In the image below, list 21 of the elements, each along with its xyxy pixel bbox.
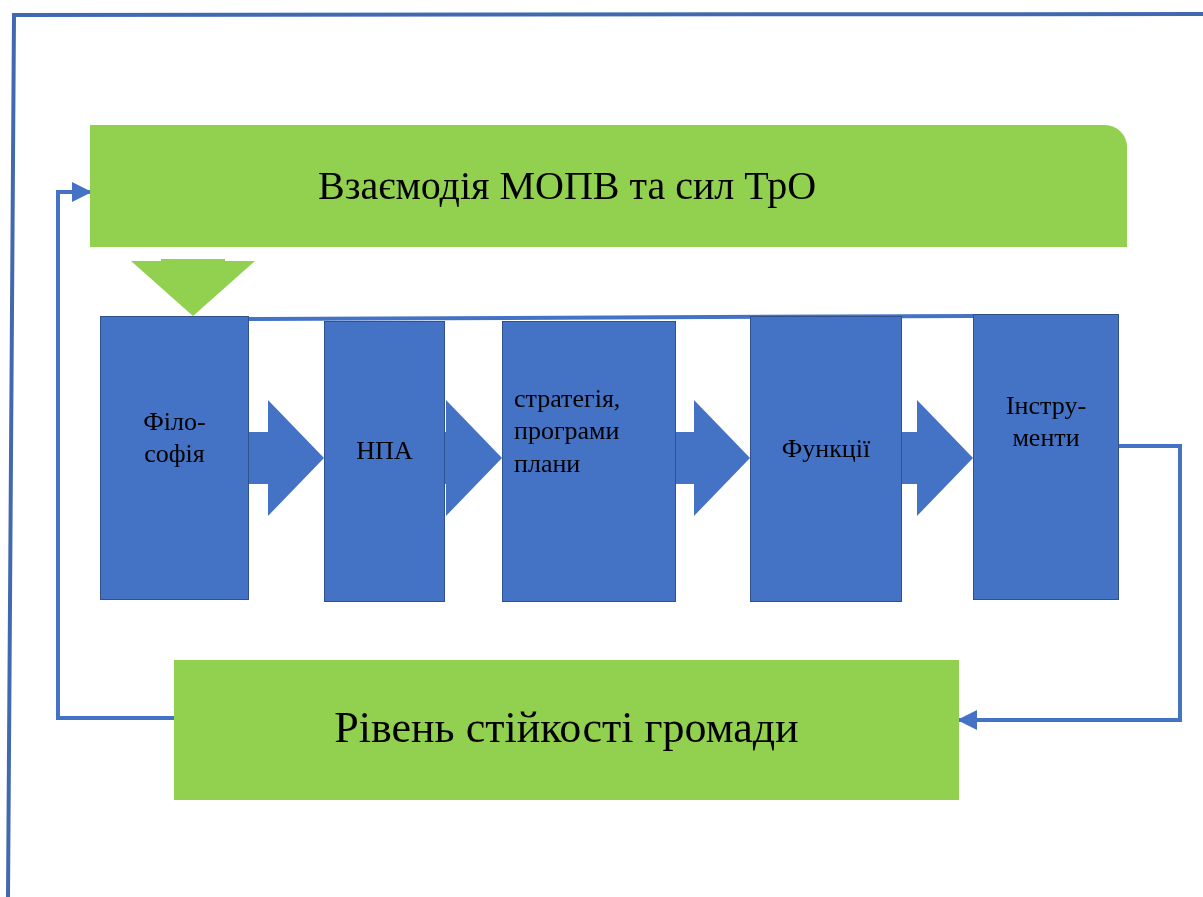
connector-line bbox=[249, 314, 973, 321]
node-label: Філо- софія bbox=[142, 405, 207, 470]
node-label: Інстру- менти bbox=[1004, 389, 1088, 454]
block-arrow bbox=[445, 400, 502, 516]
node-label: Взаємодія МОПВ та сил ТрО bbox=[318, 162, 817, 210]
block-arrow bbox=[131, 259, 255, 316]
process-box bbox=[750, 316, 902, 602]
process-box bbox=[100, 316, 249, 600]
arrow bbox=[56, 182, 174, 720]
block-arrow bbox=[676, 400, 750, 516]
result-box bbox=[174, 660, 959, 800]
process-box bbox=[324, 321, 445, 602]
node-label: стратегія, програми плани bbox=[514, 382, 622, 480]
banner-box bbox=[90, 125, 1127, 247]
process-box bbox=[502, 321, 676, 602]
node-label: Рівень стійкості громади bbox=[334, 701, 799, 754]
block-arrow bbox=[902, 400, 973, 516]
block-arrow bbox=[249, 400, 324, 516]
process-box bbox=[973, 314, 1119, 600]
node-label: Функції bbox=[781, 432, 871, 465]
node-label: НПА bbox=[356, 435, 413, 468]
